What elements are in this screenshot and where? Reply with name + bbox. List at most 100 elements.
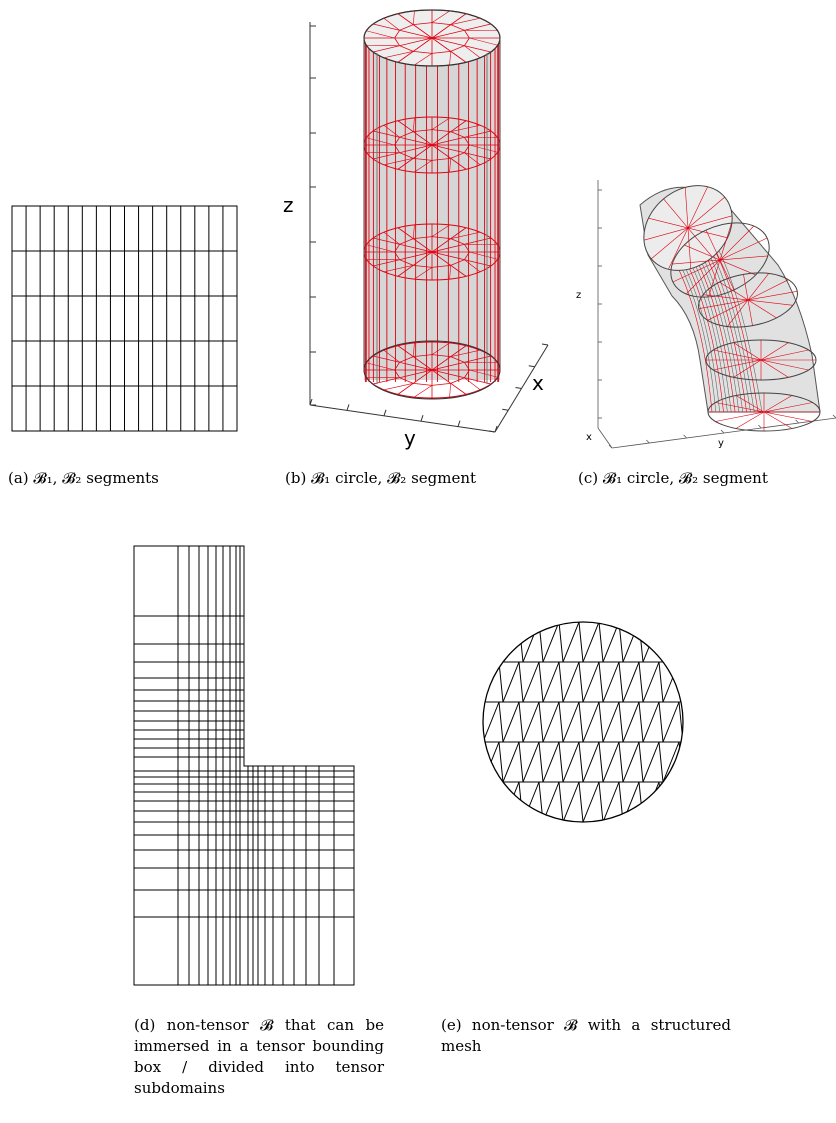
slice-diagonal	[449, 158, 451, 173]
tri-diagonal	[542, 701, 560, 743]
panel-b-cylinder-plot	[309, 9, 549, 433]
tri-diagonal	[622, 622, 640, 663]
pipe-ring-spoke	[668, 186, 708, 270]
tri-diagonal	[562, 622, 580, 663]
caption-d: (d) non-tensor 𝓑 that can be immersed in…	[134, 1016, 384, 1097]
tri-edge	[598, 622, 604, 663]
tri-diagonal	[662, 781, 680, 822]
slice-diagonal	[366, 244, 395, 253]
slice-diagonal	[413, 117, 415, 132]
slice-diagonal	[469, 144, 498, 153]
tri-diagonal	[642, 741, 660, 783]
y-tick	[494, 425, 498, 433]
c-y-tick	[758, 424, 762, 429]
tri-edge	[719, 662, 723, 702]
panel-c-axes	[597, 180, 836, 449]
slice-spoke	[373, 130, 491, 160]
tri-diagonal	[582, 661, 600, 703]
tri-diagonal	[443, 662, 459, 702]
tri-edge	[699, 662, 703, 702]
panel-b-z-label: z	[283, 193, 294, 217]
tri-edge	[578, 781, 584, 822]
panel-a-grid	[11, 205, 238, 432]
tri-diagonal	[642, 701, 660, 743]
tri-diagonal	[723, 782, 739, 822]
tri-diagonal	[602, 622, 620, 663]
slice-diagonal	[383, 158, 414, 166]
tri-diagonal	[703, 782, 719, 822]
tri-edge	[459, 702, 463, 742]
tri-edge	[498, 701, 504, 743]
tri-diagonal	[642, 622, 660, 663]
tri-diagonal	[502, 622, 520, 663]
slice-diagonal	[449, 265, 451, 280]
tri-diagonal	[582, 701, 600, 743]
tri-diagonal	[522, 781, 540, 822]
tri-diagonal	[522, 661, 540, 703]
cylinder-slice	[363, 116, 501, 174]
tri-edge	[699, 622, 703, 662]
slice-diagonal	[413, 10, 415, 25]
slice-diagonal	[450, 17, 481, 25]
slice-diagonal	[413, 342, 415, 357]
slice-diagonal	[383, 124, 400, 138]
tri-edge	[658, 741, 664, 783]
slice-diagonal	[469, 369, 498, 378]
tri-diagonal	[542, 661, 560, 703]
slice-diagonal	[414, 385, 433, 398]
tri-diagonal	[703, 702, 719, 742]
slice-diagonal	[449, 383, 451, 398]
pipe-ring-spoke	[715, 402, 813, 422]
slice-diagonal	[366, 362, 395, 371]
slice-diagonal	[366, 137, 395, 146]
pipe-ring-spoke	[707, 279, 789, 321]
cylinder-slice	[363, 341, 501, 399]
c-y-tick	[720, 429, 725, 434]
slice-diagonal	[413, 224, 415, 239]
tri-edge	[518, 701, 524, 743]
tri-edge	[598, 741, 604, 783]
tri-diagonal	[562, 701, 580, 743]
tri-edge	[483, 661, 484, 703]
tri-edge	[719, 782, 723, 822]
tri-edge	[618, 701, 624, 743]
tri-diagonal	[602, 781, 620, 822]
tri-edge	[578, 661, 584, 703]
tri-edge	[658, 701, 664, 743]
tri-diagonal	[602, 701, 620, 743]
tri-edge	[558, 701, 564, 743]
slice-diagonal	[464, 259, 481, 273]
tri-edge	[483, 741, 484, 783]
slice-diagonal	[431, 224, 450, 237]
cylinder-bottom	[363, 340, 501, 400]
tri-edge	[719, 622, 723, 662]
tri-edge	[538, 661, 544, 703]
cylinder-body	[364, 38, 500, 380]
tri-diagonal	[502, 781, 520, 822]
tri-diagonal	[562, 661, 580, 703]
c-y-tick	[683, 434, 687, 439]
panel-d-l-shaped-grid	[133, 545, 355, 986]
pipe-ring	[705, 339, 817, 381]
slice-diagonal	[383, 17, 400, 31]
tri-diagonal	[602, 741, 620, 783]
slice-diagonal	[366, 30, 395, 39]
tri-diagonal	[542, 741, 560, 783]
tri-diagonal	[622, 741, 640, 783]
caption-c: (c) 𝓑₁ circle, 𝓑₂ segment	[578, 469, 768, 487]
panel-e-circle-mesh	[443, 621, 743, 823]
tri-edge	[739, 782, 743, 822]
tri-edge	[498, 661, 504, 703]
tri-edge	[483, 781, 484, 822]
panel-c-y-label: y	[718, 438, 724, 449]
tri-edge	[538, 741, 544, 783]
tri-edge	[638, 661, 644, 703]
tri-diagonal	[443, 622, 459, 662]
panel-b-y-label: y	[404, 426, 416, 450]
tri-edge	[739, 702, 743, 742]
pipe-ring-spoke	[685, 225, 755, 295]
tri-edge	[719, 742, 723, 782]
slice-diagonal	[431, 117, 450, 130]
tri-edge	[739, 662, 743, 702]
tri-diagonal	[522, 741, 540, 783]
